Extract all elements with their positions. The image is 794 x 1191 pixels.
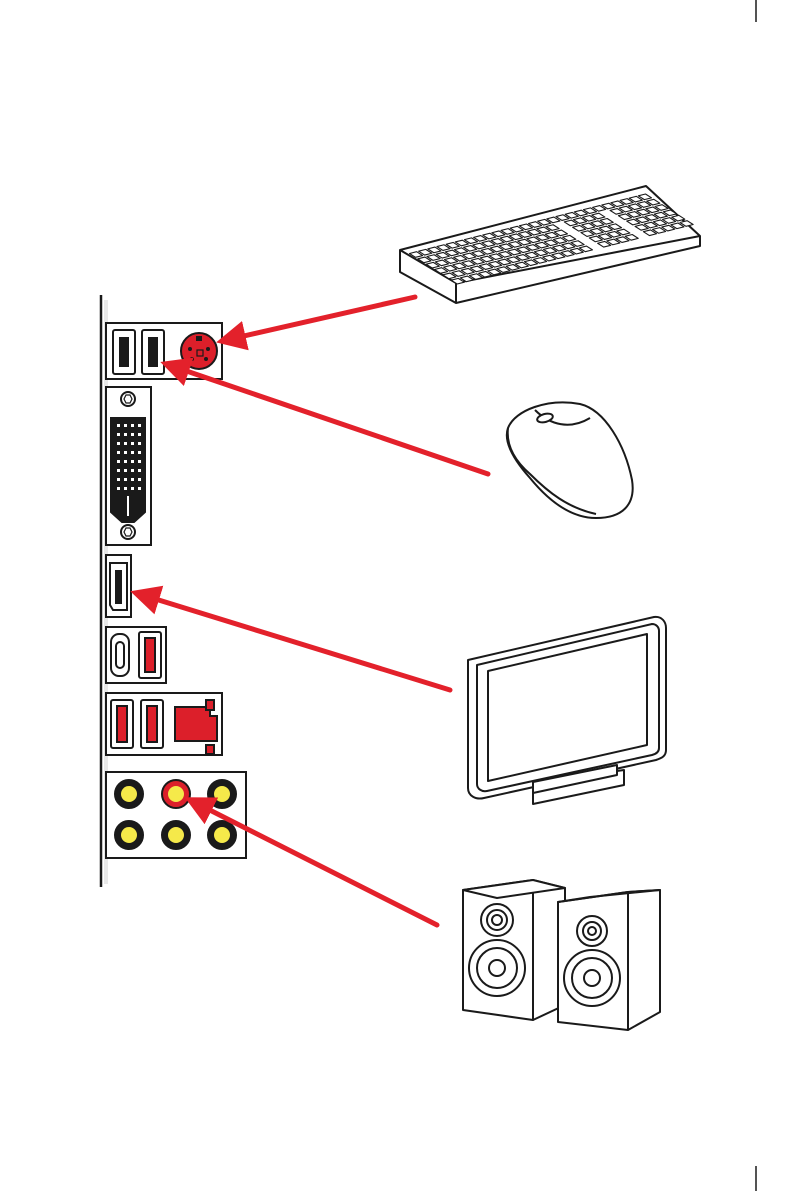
- usb-port-4: [111, 700, 133, 748]
- usb-port-2: [142, 330, 164, 374]
- keyboard-icon: [400, 186, 700, 303]
- speakers-icon: [463, 880, 660, 1030]
- mouse-icon: [507, 402, 633, 518]
- usb-c-port: [111, 634, 129, 676]
- audio-jack-4: [115, 821, 143, 849]
- hdmi-port: [110, 563, 127, 610]
- usb-port-3: [139, 632, 161, 678]
- audio-jack-line-out: [162, 780, 190, 808]
- arrow-mouse-to-usb: [166, 364, 488, 474]
- usb-port-5: [141, 700, 163, 748]
- audio-jack-3: [208, 780, 236, 808]
- arrow-speakers-to-audio: [190, 800, 437, 925]
- ps2-port: [181, 333, 217, 369]
- monitor-icon: [468, 617, 666, 804]
- audio-jack-5: [162, 821, 190, 849]
- arrow-keyboard-to-ps2: [222, 297, 415, 341]
- audio-jack-6: [208, 821, 236, 849]
- arrow-monitor-to-hdmi: [136, 593, 450, 690]
- audio-jack-1: [115, 780, 143, 808]
- usb-port-1: [113, 330, 135, 374]
